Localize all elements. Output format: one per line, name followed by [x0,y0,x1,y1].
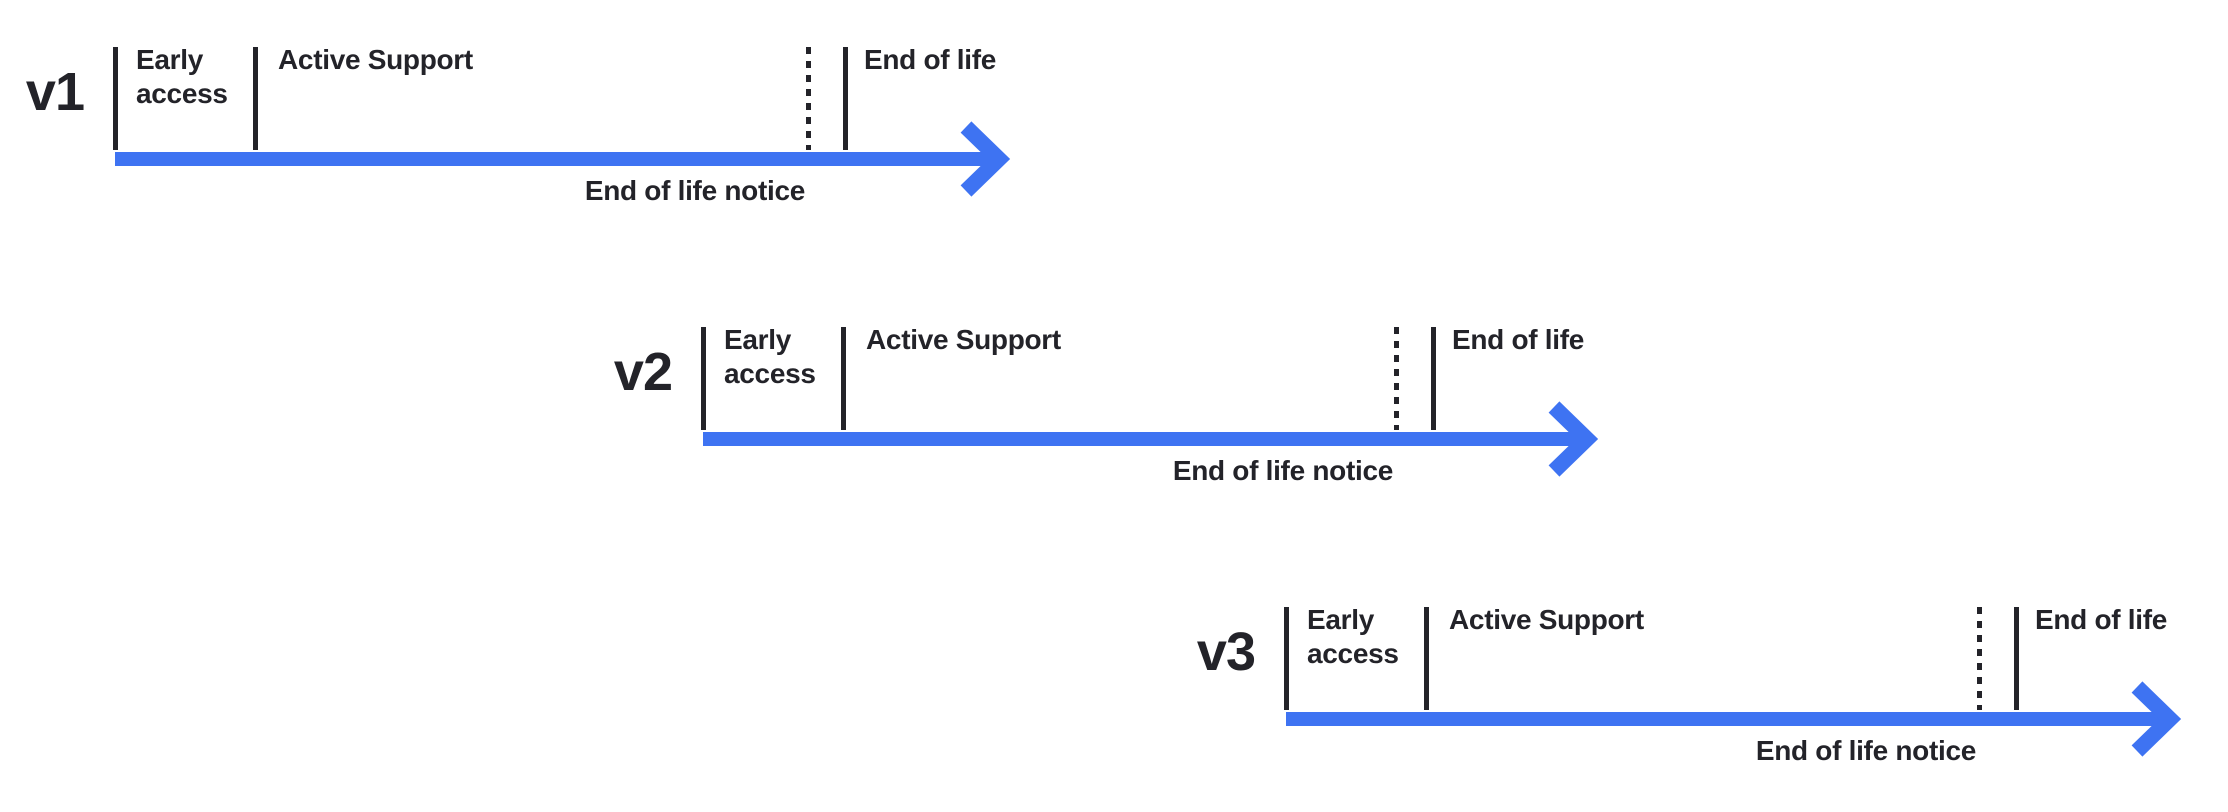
early-access-start-tick [113,47,118,150]
active-support-start-tick [253,47,258,150]
end-of-life-tick [1431,327,1436,430]
eol-notice-dashed-tick [1394,327,1399,430]
end-of-life-label: End of life [1452,324,1585,355]
arrow-head-icon [960,121,1011,197]
early-access-start-tick [1284,607,1289,710]
early-access-label: Early access [136,44,228,109]
end-of-life-label: End of life [864,44,997,75]
arrow-head-icon [1548,401,1599,477]
timeline-v1: v1 Early access Active Support End of li… [0,39,1085,224]
version-label-v1: v1 [25,62,85,122]
eol-notice-dashed-tick [1977,607,1982,710]
active-support-label: Active Support [1449,604,1644,635]
timeline-arrow [115,121,1011,197]
arrow-head-icon [2131,681,2182,757]
early-access-start-tick [701,327,706,430]
early-access-label: Early access [1307,604,1399,669]
early-access-label: Early access [724,324,816,389]
version-label-v3: v3 [1196,622,1256,682]
timeline-v2: v2 Early access Active Support End of li… [503,319,1673,504]
end-of-life-label: End of life [2035,604,2168,635]
active-support-start-tick [841,327,846,430]
version-label-v2: v2 [613,342,673,402]
active-support-start-tick [1424,607,1429,710]
end-of-life-notice-label: End of life notice [1755,735,1976,766]
eol-notice-dashed-tick [806,47,811,150]
timeline-arrow [703,401,1599,477]
end-of-life-tick [2014,607,2019,710]
end-of-life-notice-label: End of life notice [584,175,805,206]
end-of-life-tick [843,47,848,150]
end-of-life-notice-label: End of life notice [1172,455,1393,486]
timeline-v3: v3 Early access Active Support End of li… [1086,599,2228,784]
timeline-arrow [1286,681,2182,757]
active-support-label: Active Support [278,44,473,75]
active-support-label: Active Support [866,324,1061,355]
